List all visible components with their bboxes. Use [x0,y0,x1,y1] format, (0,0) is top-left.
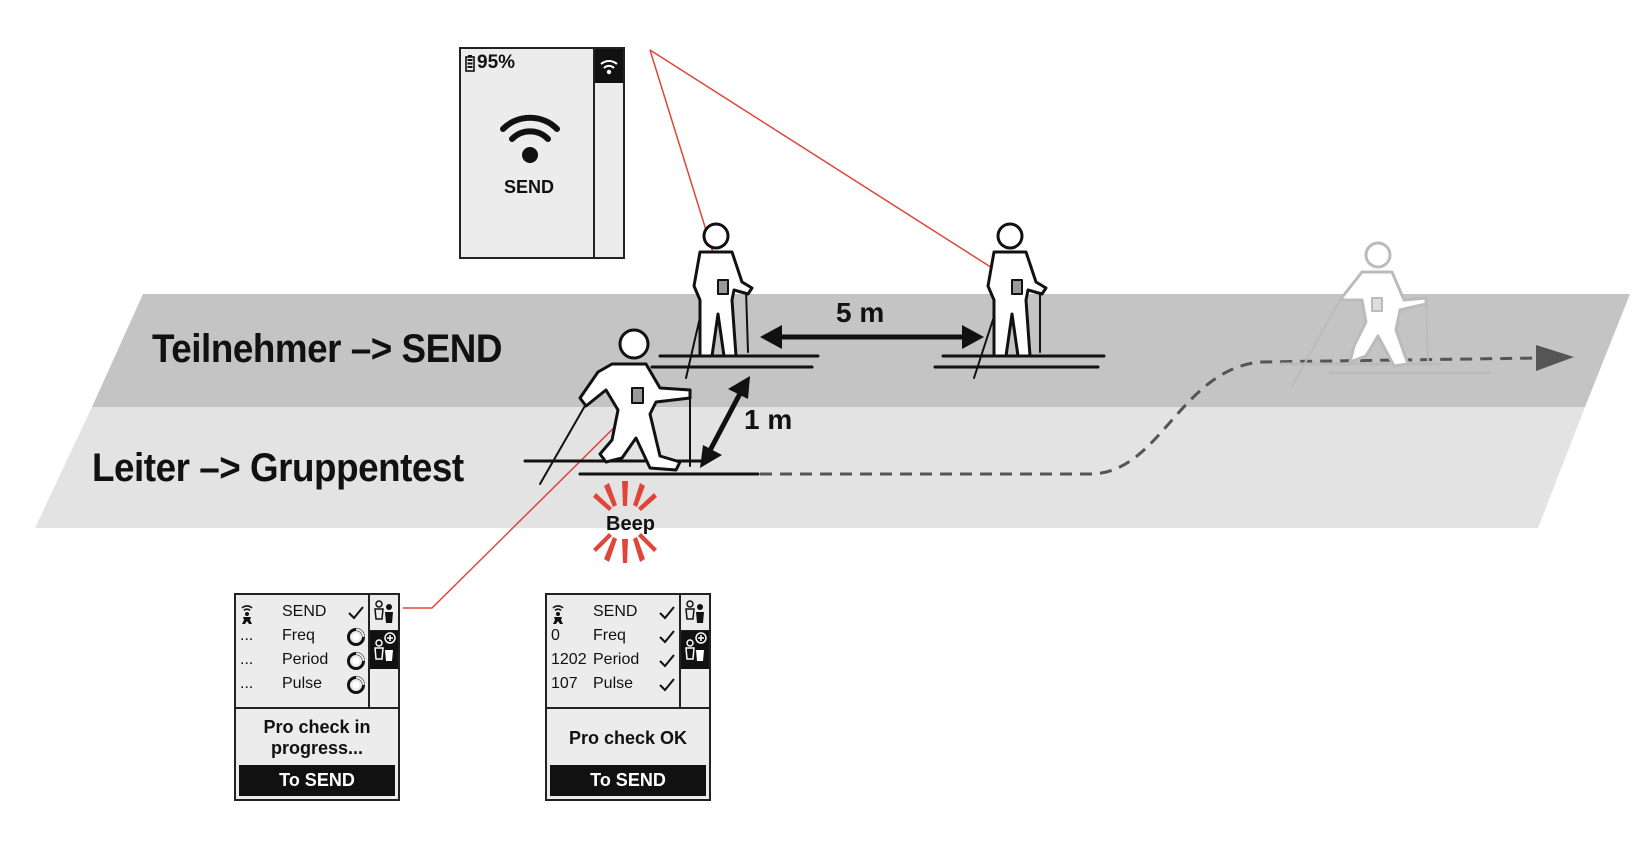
check-icon [348,606,364,620]
check-label: Pulse [282,675,323,692]
check-icon [659,678,675,692]
device-sidebar [593,49,623,257]
check-row-period: ... Period [236,649,370,673]
sidebar-tab-group[interactable] [370,595,398,631]
skier-leader [523,328,760,485]
check-label: SEND [282,603,327,620]
check-row-period: 1202 Period [547,649,681,673]
status-message: Pro check OK [568,727,688,748]
device-screen-ok: SEND 0 Freq 1202 Period 107 Pulse Pro ch… [545,593,711,801]
lane-leader [35,407,1585,528]
device-divider [236,707,398,709]
route-dashed-line [760,356,1541,476]
sidebar-tab-group[interactable] [681,595,709,631]
distance-arrow-5m [760,325,984,349]
to-send-button[interactable]: To SEND [550,765,706,796]
spinner-icon [347,628,365,646]
battery-icon [465,54,475,72]
group-icon [685,600,704,623]
device-screen-send: 95% SEND [459,47,625,259]
check-value: ... [240,651,254,668]
device-sidebar [679,595,709,707]
check-label: Period [593,651,640,668]
check-value: 107 [551,675,578,692]
wifi-signal-icon [499,109,561,170]
check-row-send: SEND [236,601,370,625]
check-label: Freq [593,627,626,644]
check-icon [659,606,675,620]
check-value: 1202 [551,651,587,668]
skier-participant-1 [650,222,820,379]
device-sidebar [368,595,398,707]
check-row-pulse: 107 Pulse [547,673,681,697]
check-value: ... [240,627,254,644]
device-screen-progress: SEND ... Freq ... Period ... Pulse Pro c… [234,593,400,801]
status-message: Pro check in progress... [263,717,371,758]
check-row-freq: ... Freq [236,625,370,649]
to-send-button[interactable]: To SEND [239,765,395,796]
spinner-icon [347,676,365,694]
check-icon [659,654,675,668]
distance-arrow-1m [700,376,750,468]
beep-label: Beep [606,513,655,535]
person-wifi-icon [551,603,565,630]
device-mode-label: SEND [503,177,554,197]
check-label: Pulse [593,675,634,692]
group-check-icon [374,632,396,661]
lane-label-leader: Leiter –> Gruppentest [92,446,464,490]
sidebar-tab-send[interactable] [595,49,623,83]
check-icon [659,630,675,644]
lane-participants [92,294,1630,407]
skier-participant-faded [1280,241,1492,387]
check-label: SEND [593,603,638,620]
check-row-pulse: ... Pulse [236,673,370,697]
distance-label-5m: 5 m [836,297,885,328]
check-label: Period [282,651,329,668]
device-divider [547,707,709,709]
check-value: ... [240,675,254,692]
sidebar-tab-group-check[interactable] [681,631,709,669]
skier-participant-2 [933,222,1106,379]
route-arrowhead [1536,345,1574,371]
check-row-freq: 0 Freq [547,625,681,649]
sidebar-tab-group-check[interactable] [370,631,398,669]
check-row-send: SEND [547,601,681,625]
battery-indicator: 95% [465,52,515,74]
check-value: 0 [551,627,560,644]
person-wifi-icon [240,603,254,630]
battery-percent: 95% [477,52,516,73]
lane-label-participants: Teilnehmer –> SEND [152,327,502,371]
check-label: Freq [282,627,315,644]
group-check-icon [685,632,707,661]
spinner-icon [347,652,365,670]
beep-burst-icon [593,481,657,563]
distance-label-1m: 1 m [744,404,793,435]
wifi-icon [600,60,618,75]
group-icon [374,600,393,623]
